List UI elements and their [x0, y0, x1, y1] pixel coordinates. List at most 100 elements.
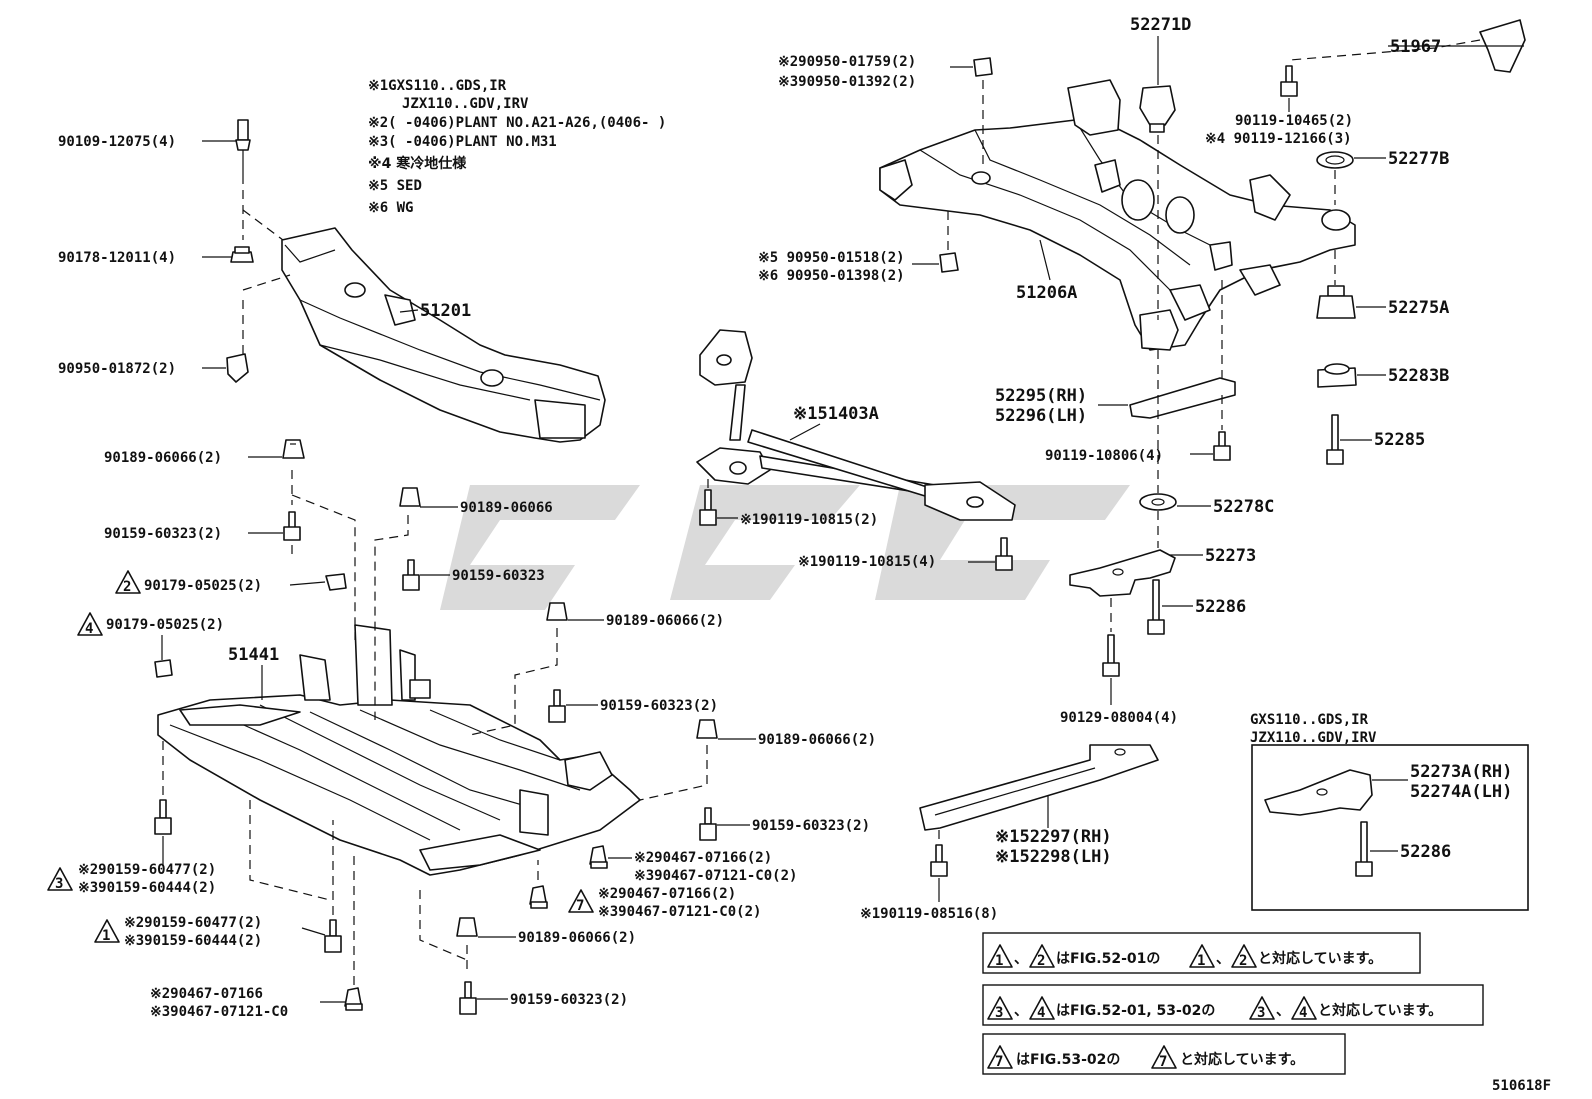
- clip-90189-06066-e: [456, 917, 478, 937]
- label-51967: 51967: [1390, 37, 1441, 57]
- label-90950-01392: ※390950-01392(2): [778, 74, 916, 90]
- svg-text:、: 、: [1276, 1003, 1290, 1019]
- brace-52297-52298: [919, 744, 1159, 831]
- note-6: ※6 WG: [368, 200, 413, 216]
- clip-90467-07166-a: [589, 845, 608, 869]
- stopper-52271D: [1139, 85, 1176, 133]
- svg-text:4: 4: [85, 621, 93, 637]
- screw-90159-60323-e: [459, 981, 477, 1015]
- svg-text:1: 1: [1197, 953, 1205, 969]
- label-52286-inset: 52286: [1400, 842, 1451, 862]
- svg-text:はFIG.53-02の: はFIG.53-02の: [1016, 1052, 1120, 1068]
- label-90159-60323-a: 90159-60323(2): [104, 526, 222, 542]
- svg-text:と対応しています。: と対応しています。: [1258, 950, 1382, 967]
- clip-90467-07166-b: [529, 885, 548, 909]
- brace-51403A: [696, 329, 1016, 521]
- label-90467-07121-b: ※390467-07121-C0(2): [598, 904, 761, 920]
- svg-text:、: 、: [1014, 951, 1028, 967]
- label-52285: 52285: [1374, 430, 1425, 450]
- label-90467-07166-b: ※290467-07166(2): [598, 886, 736, 902]
- label-90119-10806: 90119-10806(4): [1045, 448, 1163, 464]
- label-90109-12075: 90109-12075(4): [58, 134, 176, 150]
- svg-text:3: 3: [1257, 1005, 1265, 1021]
- svg-text:1: 1: [995, 953, 1003, 969]
- svg-text:4: 4: [1299, 1005, 1307, 1021]
- label-90119-12166: ※4 90119-12166(3): [1205, 131, 1352, 147]
- diagram-id: 510618F: [1492, 1078, 1551, 1094]
- note-5: ※5 SED: [368, 178, 422, 194]
- label-90189-06066-a: 90189-06066(2): [104, 450, 222, 466]
- label-90189-06066-b: 90189-06066: [460, 500, 553, 516]
- label-51206A: 51206A: [1016, 283, 1077, 303]
- inset-heading-1: GXS110..GDS,IR: [1250, 712, 1369, 728]
- label-52297: ※152297(RH): [995, 827, 1112, 847]
- triangle-marker-4a: 4: [77, 612, 103, 637]
- cap-90950-01759: [973, 57, 993, 77]
- label-52273A: 52273A(RH): [1410, 762, 1512, 782]
- clip-90189-06066-b: [399, 487, 421, 507]
- svg-text:7: 7: [1159, 1054, 1167, 1070]
- label-52278C: 52278C: [1213, 497, 1274, 517]
- label-90950-01518: ※5 90950-01518(2): [758, 250, 905, 266]
- label-52296: 52296(LH): [995, 406, 1087, 426]
- bolt-90119-10465: [1280, 65, 1298, 97]
- bolt-52285: [1326, 414, 1344, 465]
- note-1b: JZX110..GDV,IRV: [402, 96, 529, 112]
- clip-90467-07166-c: [344, 987, 363, 1011]
- label-52286: 52286: [1195, 597, 1246, 617]
- note-3: ※3( -0406)PLANT NO.M31: [368, 134, 557, 150]
- label-90159-60444-b: ※390159-60444(2): [124, 933, 262, 949]
- label-51441: 51441: [228, 645, 279, 665]
- label-90159-60323-d: 90159-60323(2): [752, 818, 870, 834]
- note-4: ※4 寒冷地仕様: [368, 155, 467, 172]
- reference-box-2: 3 、 4 はFIG.52-01, 53-02の 3 、 4 と対応しています。: [982, 984, 1484, 1026]
- bolt-90119-10806: [1213, 431, 1231, 461]
- svg-text:2: 2: [123, 579, 131, 595]
- label-52283B: 52283B: [1388, 366, 1449, 386]
- cap-90950-01518: [939, 252, 959, 273]
- svg-text:、: 、: [1014, 1003, 1028, 1019]
- svg-text:、: 、: [1216, 951, 1230, 967]
- label-90467-07166-c: ※290467-07166: [150, 986, 263, 1002]
- screw-90159-60477-tri3: [154, 799, 172, 835]
- engine-under-cover-51441: [157, 624, 641, 876]
- label-90119-10815-b: ※190119-10815(4): [798, 554, 936, 570]
- clip-90189-06066-a: [282, 439, 305, 459]
- inset-heading-2: JZX110..GDV,IRV: [1250, 730, 1377, 746]
- note-2: ※2( -0406)PLANT NO.A21-A26,(0406- ): [368, 115, 666, 131]
- nut-90179-05025-tri2: [325, 573, 347, 591]
- label-90159-60444-a: ※390159-60444(2): [78, 880, 216, 896]
- rear-suspension-member-51206A: [879, 79, 1356, 351]
- screw-90159-60477-tri1: [324, 919, 342, 953]
- label-90178-12011: 90178-12011(4): [58, 250, 176, 266]
- note-1: ※1GXS110..GDS,IR: [368, 78, 507, 94]
- svg-text:と対応しています。: と対応しています。: [1318, 1002, 1442, 1019]
- arm-52295-52296: [1129, 377, 1236, 419]
- label-90467-07166-a: ※290467-07166(2): [634, 850, 772, 866]
- svg-text:3: 3: [55, 876, 63, 892]
- label-52275A: 52275A: [1388, 298, 1449, 318]
- bolt-90109-12075: [235, 119, 251, 175]
- bolt-90129-08004: [1102, 634, 1120, 677]
- nut-90179-05025-tri4: [154, 659, 173, 678]
- triangle-marker-1a: 1: [94, 919, 120, 944]
- reference-box-1: 1 、 2 はFIG.52-01の 1 、 2 と対応しています。: [982, 932, 1421, 974]
- svg-text:3: 3: [995, 1005, 1003, 1021]
- label-90950-01759: ※290950-01759(2): [778, 54, 916, 70]
- label-90467-07121-a: ※390467-07121-C0(2): [634, 868, 797, 884]
- label-51403A: ※151403A: [793, 404, 879, 424]
- screw-90159-60323-c: [548, 689, 566, 723]
- applicability-notes: ※1GXS110..GDS,IR JZX110..GDV,IRV ※2( -04…: [368, 78, 666, 216]
- svg-text:1: 1: [102, 928, 110, 944]
- label-90179-05025-a: 90179-05025(2): [144, 578, 262, 594]
- label-90189-06066-d: 90189-06066(2): [758, 732, 876, 748]
- screw-90159-60323-b: [402, 559, 420, 591]
- label-52273: 52273: [1205, 546, 1256, 566]
- label-90159-60477-a: ※290159-60477(2): [78, 862, 216, 878]
- nut-90178-12011: [230, 246, 254, 263]
- svg-text:2: 2: [1239, 953, 1247, 969]
- bolt-90119-10815-a: [699, 489, 717, 526]
- bracket-52273: [1069, 549, 1176, 597]
- label-90467-07121-c: ※390467-07121-C0: [150, 1004, 288, 1020]
